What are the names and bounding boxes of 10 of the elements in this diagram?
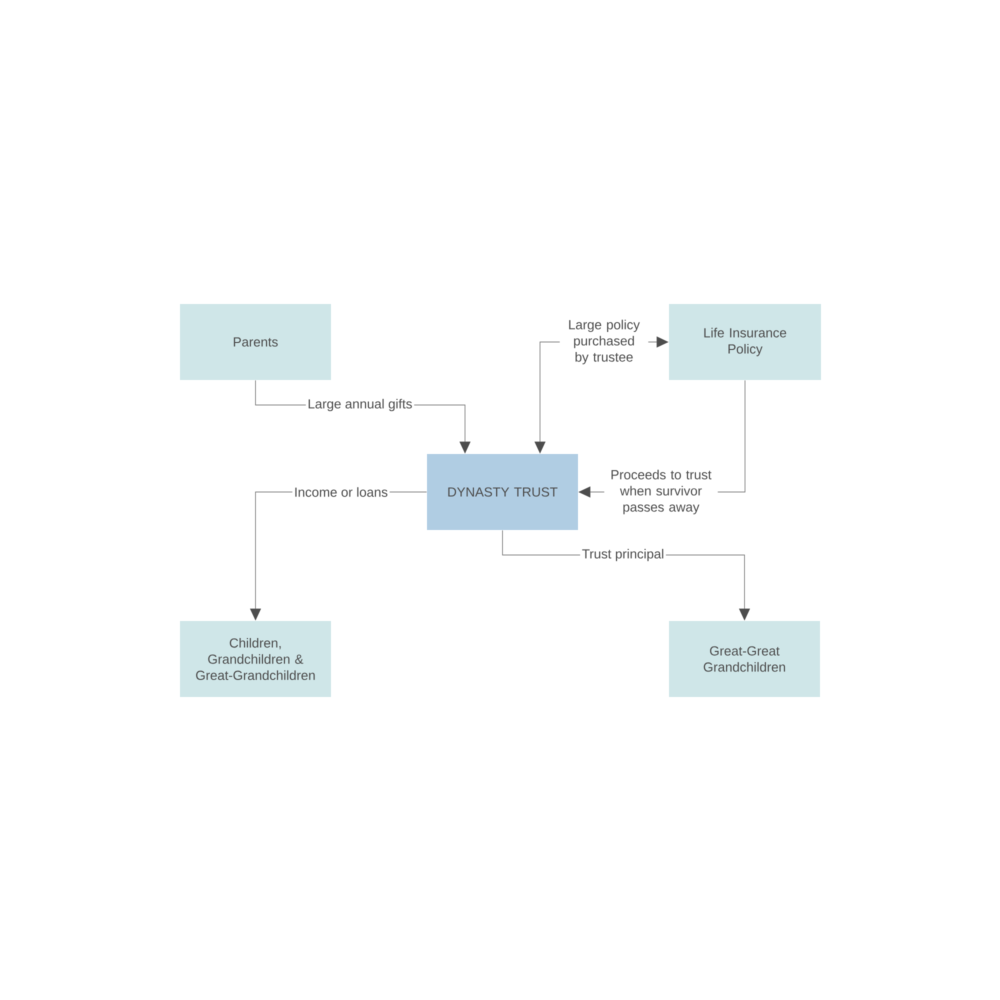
process-box: Parents	[180, 304, 331, 380]
edge-label: Large policy purchased by trustee	[560, 318, 648, 366]
process-box: Life Insurance Policy	[669, 304, 822, 380]
process-box: Great-Great Grandchildren	[669, 621, 820, 697]
process-box: Children, Grandchildren & Great-Grandchildren	[180, 621, 331, 697]
edge-label: Income or loans	[292, 485, 390, 499]
edge-label: Proceeds to trust when survivor passes away	[604, 468, 718, 516]
edge-label: Large annual gifts	[306, 397, 414, 413]
trust-box: DYNASTY TRUST	[427, 454, 578, 530]
edge-label: Trust principal	[580, 547, 666, 563]
